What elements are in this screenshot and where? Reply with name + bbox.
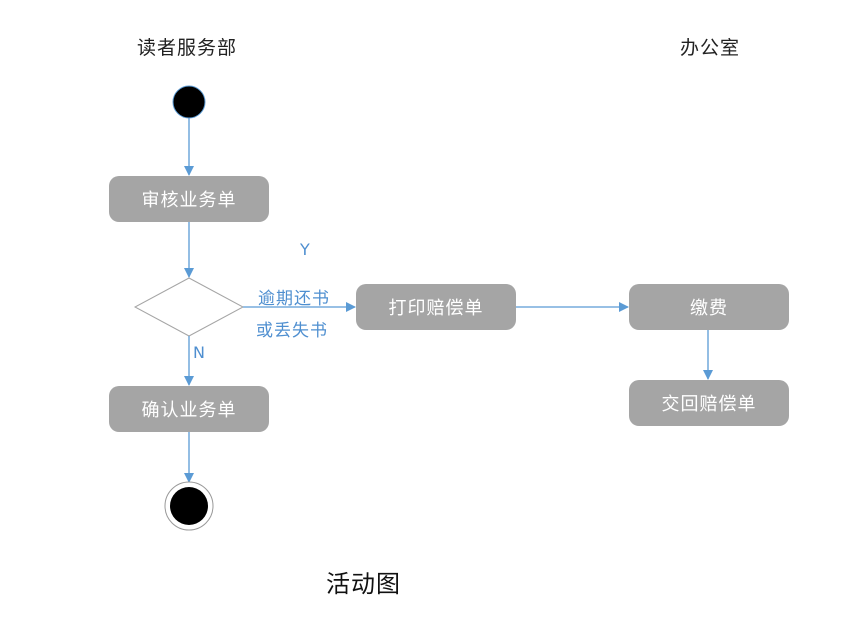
diagram-caption: 活动图 xyxy=(326,570,401,598)
guard-no: N xyxy=(193,343,206,362)
activity-review: 审核业务单 xyxy=(109,176,269,222)
activity-confirm: 确认业务单 xyxy=(109,386,269,432)
activity-return: 交回赔偿单 xyxy=(629,380,789,426)
activity-print: 打印赔偿单 xyxy=(356,284,516,330)
lane-title-office: 办公室 xyxy=(680,37,741,59)
guard-condition-line2: 或丢失书 xyxy=(256,321,328,341)
end-node xyxy=(170,487,208,525)
decision-diamond xyxy=(133,277,245,337)
activity-pay: 缴费 xyxy=(629,284,789,330)
guard-condition-line1: 逾期还书 xyxy=(258,289,330,309)
guard-yes: Y xyxy=(300,240,311,259)
lane-title-reader-service: 读者服务部 xyxy=(137,37,238,59)
start-node xyxy=(172,85,206,119)
